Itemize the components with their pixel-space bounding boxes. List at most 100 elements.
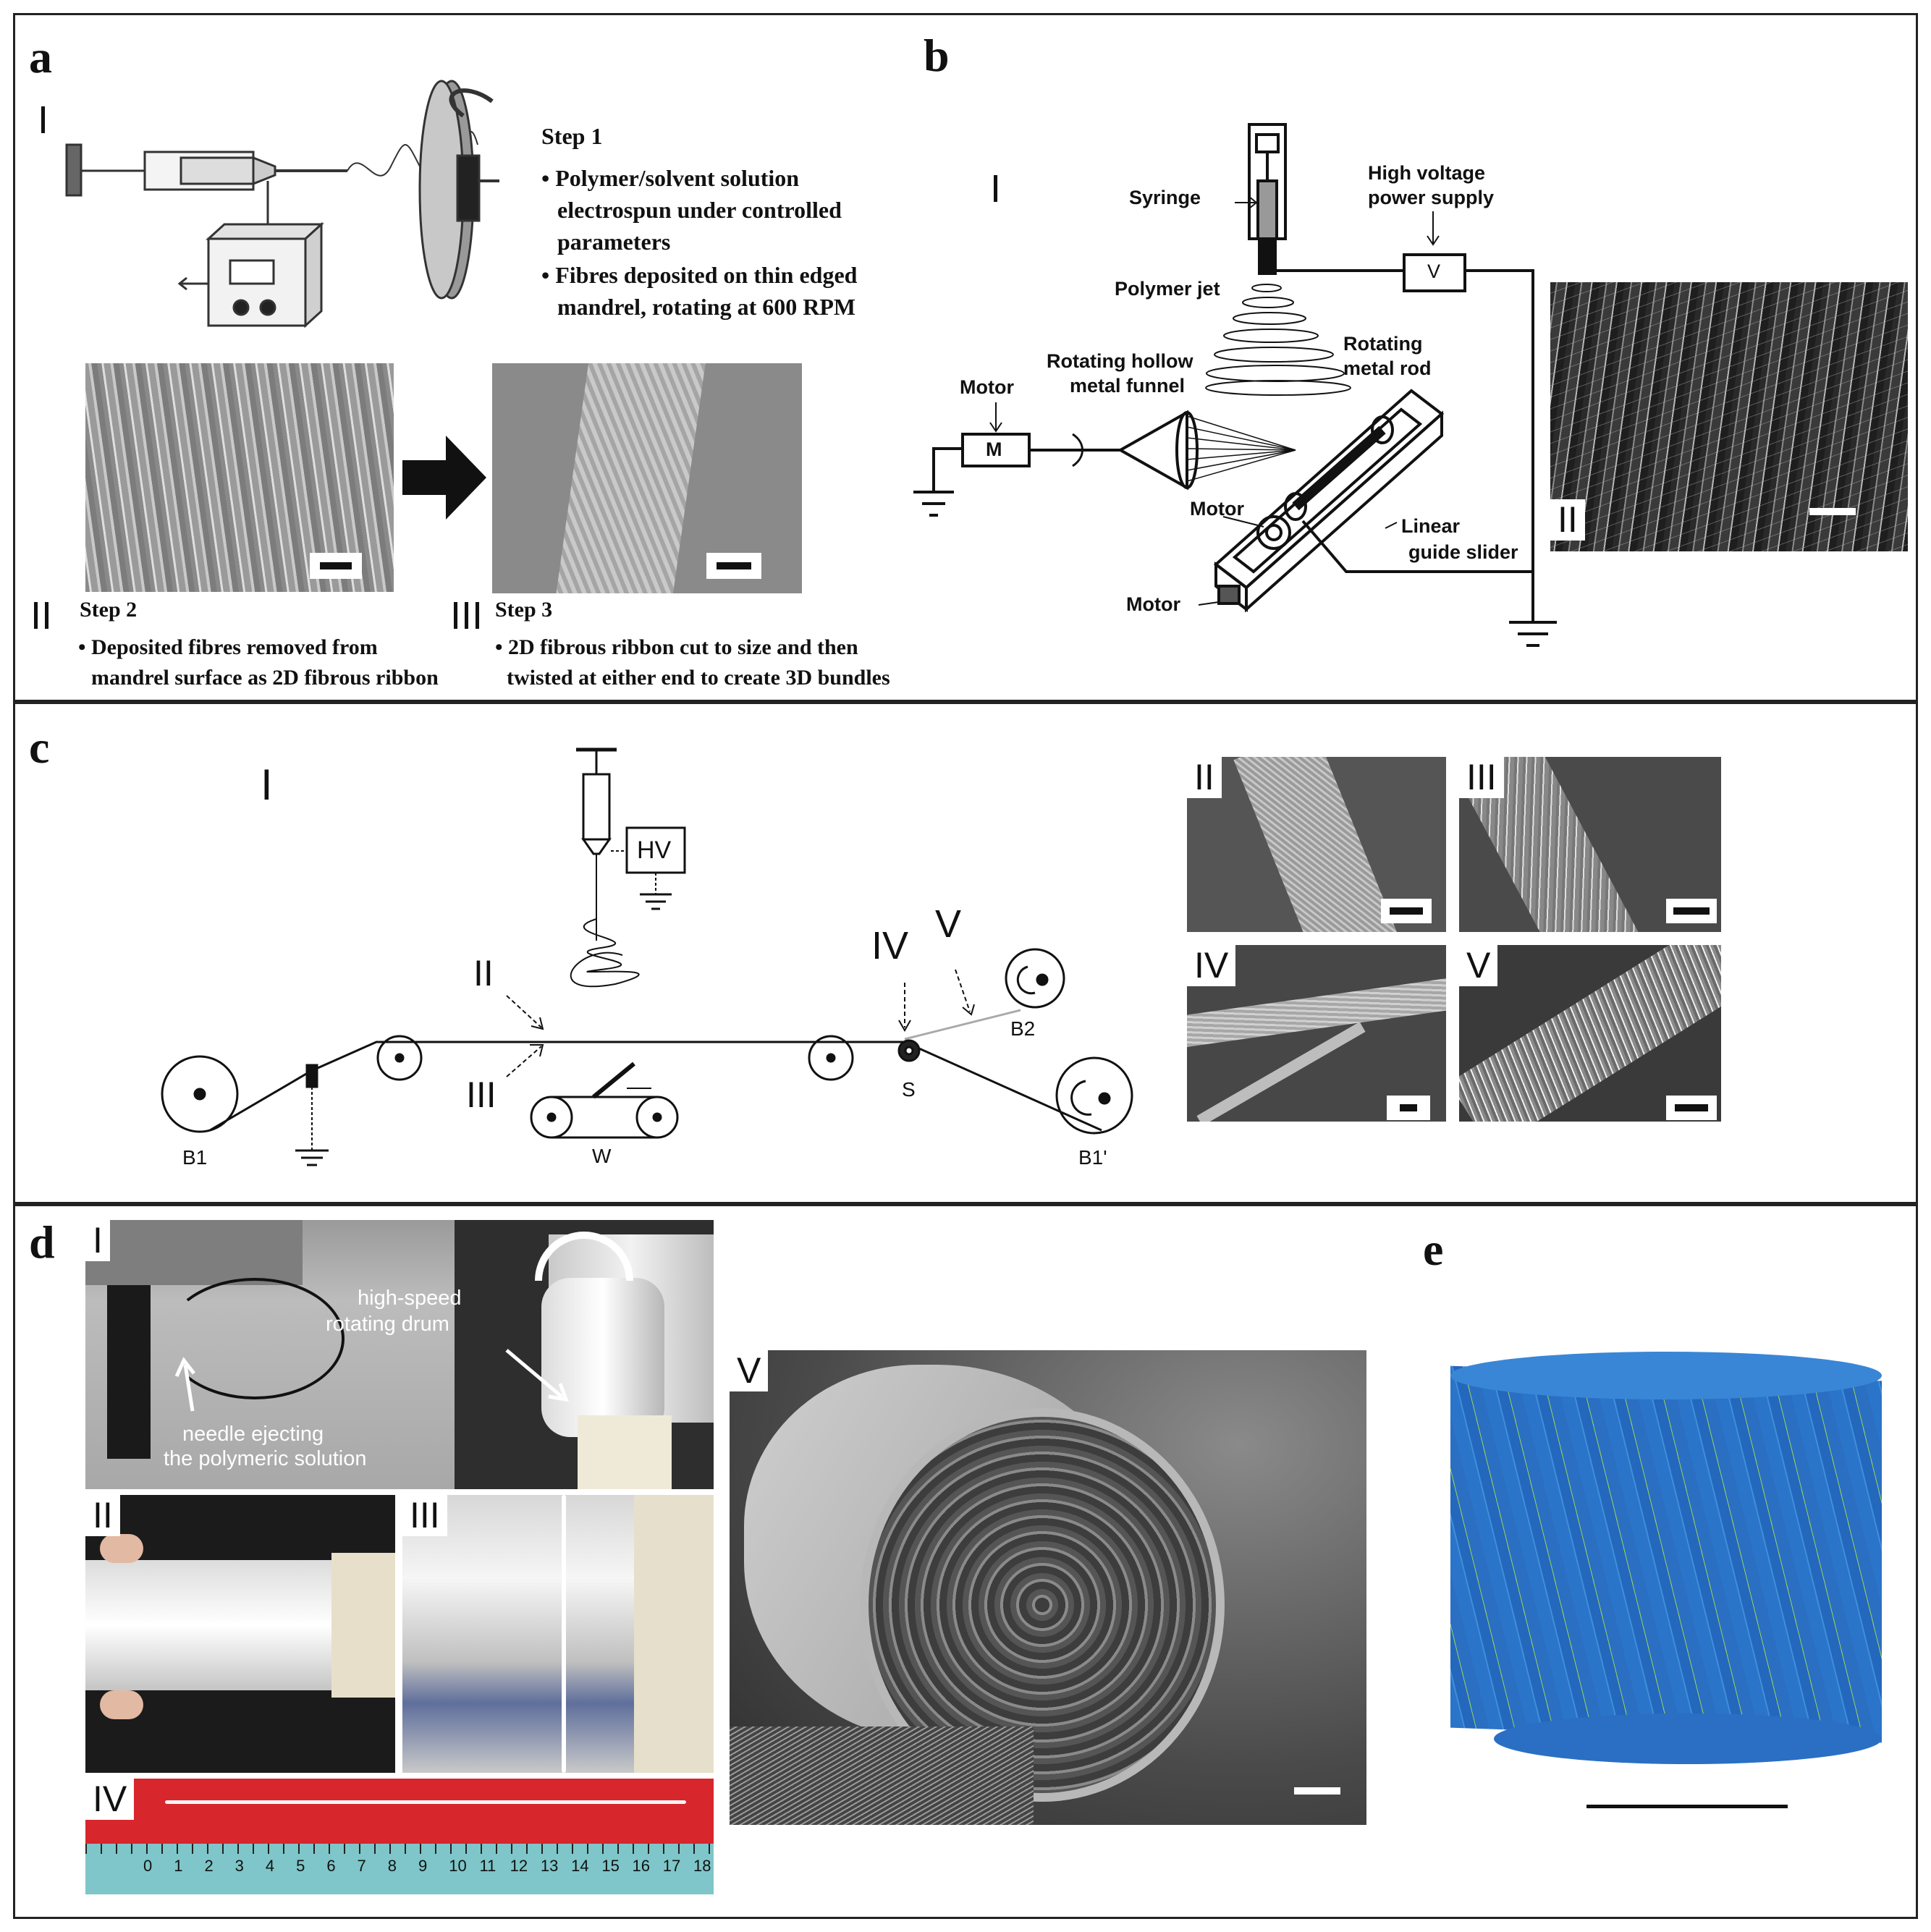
ruler-tick-label: 5 (296, 1857, 305, 1875)
label-motor-1: Motor (960, 376, 1014, 398)
label-hv: HV (637, 836, 672, 864)
step3-title: Step 3 (495, 598, 553, 622)
panel-c-roman-I: I (261, 760, 273, 809)
sem-image-a-II (85, 363, 394, 592)
sem-c-II-label: II (1187, 757, 1222, 798)
label-linear-1: Linear (1401, 515, 1461, 537)
sem-c-IV-label: IV (1187, 945, 1236, 986)
photo-d-II: II (85, 1495, 395, 1773)
arrow-label-IV: IV (871, 924, 909, 967)
arrow-label-V: V (935, 902, 962, 946)
step3-line1: • 2D fibrous ribbon cut to size and then (495, 635, 858, 659)
ruler-tick-label: 1 (174, 1857, 183, 1875)
step2-title: Step 2 (80, 598, 138, 622)
photo-d-III-label: III (402, 1495, 447, 1536)
panel-b-roman-I: I (990, 167, 1002, 211)
photo-d-IV-label: IV (85, 1779, 135, 1820)
panel-a-letter: a (29, 31, 52, 82)
ruler-tick-label: 11 (479, 1857, 497, 1875)
label-linear-2: guide slider (1408, 541, 1518, 563)
panel-c-frame (13, 702, 1918, 1204)
label-W: W (592, 1145, 612, 1167)
label-hv-1: High voltage (1368, 162, 1486, 184)
ruler-tick-label: 10 (449, 1857, 467, 1875)
sem-image-d-V: V (730, 1350, 1366, 1825)
ruler-tick-label: 13 (540, 1857, 559, 1875)
photo-d-II-label: II (85, 1495, 120, 1536)
ruler-tick-label: 6 (326, 1857, 336, 1875)
scale-bar-c-II (1381, 899, 1432, 923)
ruler-tick-label: 14 (571, 1857, 589, 1875)
ruler-tick-label: 16 (632, 1857, 651, 1875)
label-high-speed-2: rotating drum (326, 1313, 449, 1336)
ruler-tick-label: 9 (418, 1857, 428, 1875)
scale-bar-c-V (1666, 1096, 1717, 1120)
panel-de-frame (13, 1204, 1918, 1919)
panel-d-letter: d (29, 1216, 55, 1268)
label-rot-rod-1: Rotating (1343, 333, 1423, 355)
sem-d-V-label: V (730, 1350, 769, 1391)
panel-b-letter: b (924, 30, 950, 81)
step1-line3: parameters (557, 229, 671, 255)
step2-line2: mandrel surface as 2D fibrous ribbon (91, 666, 439, 690)
sem-c-V-label: V (1459, 945, 1498, 986)
label-motor-3: Motor (1126, 593, 1180, 615)
ruler-tick-label: 8 (387, 1857, 397, 1875)
panel-a-roman-I: I (38, 98, 49, 142)
scale-bar-d-V (1294, 1787, 1340, 1795)
label-hv-2: power supply (1368, 187, 1495, 208)
label-B1-prime: B1' (1078, 1146, 1107, 1169)
step1-line1: • Polymer/solvent solution (541, 165, 800, 191)
arrow-label-III: III (466, 1075, 497, 1115)
label-rot-funnel-2: metal funnel (1070, 375, 1186, 397)
sem-image-b-II: II (1550, 282, 1908, 551)
scale-bar-a-II (310, 553, 362, 579)
panel-c-letter: c (29, 721, 50, 773)
ruler-tick-label: 0 (143, 1857, 153, 1875)
step2-line1: • Deposited fibres removed from (78, 635, 378, 659)
panel-a-roman-II: II (30, 594, 53, 637)
ruler-tick-label: 4 (265, 1857, 275, 1875)
label-v: V (1427, 260, 1441, 282)
sem-image-c-II: II (1187, 757, 1446, 932)
scale-bar-e (1586, 1805, 1788, 1808)
label-high-speed-1: high-speed (358, 1287, 462, 1310)
step1-title: Step 1 (541, 123, 603, 149)
sem-b-II-label: II (1550, 499, 1585, 541)
sem-image-a-III (492, 363, 802, 593)
label-rot-rod-2: metal rod (1343, 357, 1432, 379)
scale-bar-c-IV (1387, 1096, 1430, 1120)
label-S: S (902, 1078, 916, 1101)
ruler-tick-label: 18 (693, 1857, 711, 1875)
label-syringe: Syringe (1129, 187, 1201, 208)
photo-d-III: III (402, 1495, 714, 1773)
label-rot-funnel-1: Rotating hollow (1047, 350, 1193, 372)
label-motor-2: Motor (1190, 498, 1244, 520)
sem-image-c-III: III (1459, 757, 1721, 932)
scale-bar-c-III (1666, 899, 1717, 923)
panel-e-letter: e (1423, 1224, 1444, 1275)
label-B2: B2 (1010, 1017, 1036, 1040)
panel-a-roman-III: III (450, 594, 483, 637)
panel-ab-frame (13, 13, 1918, 702)
ruler-tick-label: 15 (601, 1857, 620, 1875)
label-polymer-jet: Polymer jet (1115, 278, 1220, 300)
ruler-tick-label: 12 (510, 1857, 528, 1875)
sem-image-c-V: V (1459, 945, 1721, 1122)
arrow-label-II: II (473, 953, 494, 993)
ruler-tick-label: 17 (662, 1857, 681, 1875)
ruler-tick-label: 2 (204, 1857, 214, 1875)
label-needle-1: needle ejecting (182, 1423, 324, 1446)
step1-line4: • Fibres deposited on thin edged (541, 262, 858, 288)
scale-bar-b-II (1809, 508, 1856, 515)
ruler-tick-label: 3 (234, 1857, 244, 1875)
scale-bar-a-III (706, 553, 761, 579)
photo-d-I-label: I (85, 1220, 110, 1261)
ruler-tick-label: 7 (357, 1857, 366, 1875)
sem-c-III-label: III (1459, 757, 1504, 798)
sem-image-c-IV: IV (1187, 945, 1446, 1122)
label-motor-m: M (986, 438, 1002, 460)
step1-line2: electrospun under controlled (557, 197, 842, 223)
